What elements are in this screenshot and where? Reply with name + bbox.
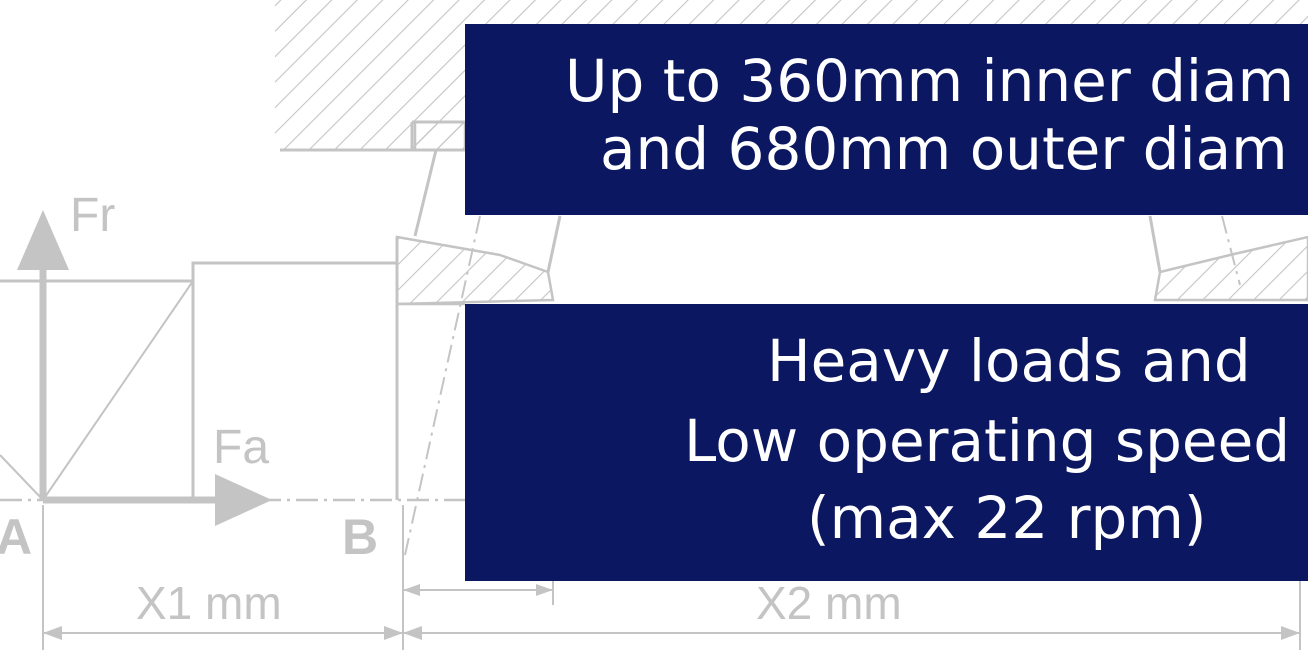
axial-force-label: Fa — [213, 421, 270, 474]
inner-race-right — [1148, 215, 1308, 302]
dimension-x2-label: X2 mm — [756, 577, 902, 629]
shaft-body — [0, 261, 397, 501]
dimension-lines — [42, 505, 1301, 650]
dimension-x1-label: X1 mm — [136, 577, 282, 629]
size-callout: Up to 360mm inner diam and 680mm outer d… — [465, 24, 1308, 215]
axial-force-arrow — [43, 474, 272, 526]
load-callout: Heavy loads and Low operating speed (max… — [465, 304, 1308, 581]
radial-force-arrow — [17, 210, 69, 500]
size-callout-line-2: and 680mm outer diam — [600, 115, 1288, 183]
outer-race — [413, 120, 562, 273]
point-a-label: A — [0, 509, 33, 565]
radial-force-label: Fr — [70, 189, 116, 242]
size-callout-line-1: Up to 360mm inner diam — [565, 47, 1295, 115]
load-callout-line-3: (max 22 rpm) — [807, 484, 1207, 552]
load-callout-line-2: Low operating speed — [684, 407, 1291, 475]
inner-race — [395, 215, 555, 556]
load-callout-line-1: Heavy loads and — [767, 327, 1251, 395]
point-b-label: B — [342, 509, 379, 565]
